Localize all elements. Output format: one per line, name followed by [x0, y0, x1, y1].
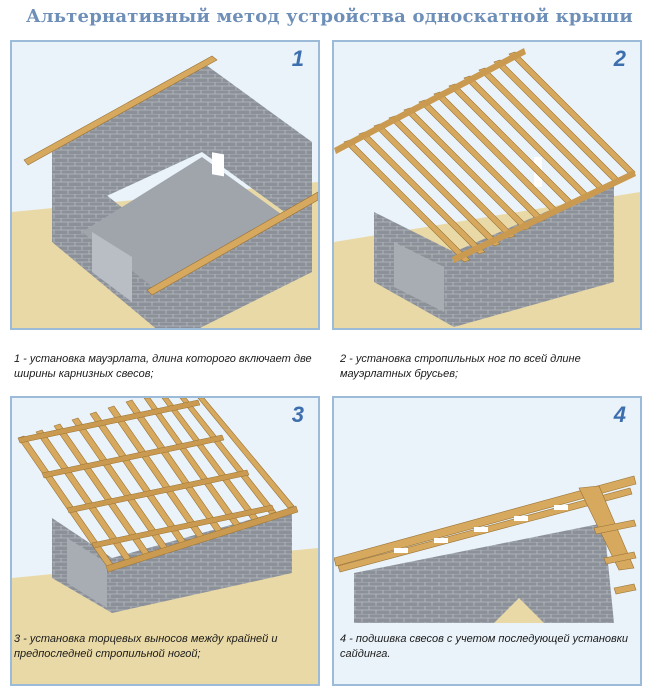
mauerlat-right — [146, 191, 318, 296]
front-wall — [152, 202, 312, 328]
step-2-illustration — [334, 48, 640, 328]
step-4-panel: 4 — [332, 396, 642, 686]
step-3-panel: 3 — [10, 396, 320, 686]
rafter-grid — [17, 398, 295, 569]
step-1-panel: 1 — [10, 40, 320, 330]
step-3-number: 3 — [291, 402, 304, 427]
step-4-caption: 4 - подшивка свесов с учетом последующей… — [340, 633, 629, 660]
front-wall — [454, 182, 614, 327]
step-1-illustration — [12, 55, 318, 328]
step-1-number: 1 — [291, 46, 304, 71]
step-1-caption: 1 - установка мауэрлата, длина которого … — [14, 353, 312, 380]
back-wall — [52, 62, 202, 212]
step-2-caption: 2 - установка стропильных ног по всей дл… — [340, 353, 581, 380]
step-2-number: 2 — [613, 46, 626, 71]
page-title: Альтернативный метод устройства односкат… — [26, 6, 633, 27]
step-3-illustration — [12, 398, 318, 684]
mauerlat-left — [23, 55, 218, 166]
right-wall — [202, 62, 312, 232]
step-2-panel: 2 — [332, 40, 642, 330]
step-4-illustration — [334, 475, 637, 623]
step-3-caption: 3 - установка торцевых выносов между кра… — [14, 633, 278, 660]
rafters — [343, 51, 636, 263]
step-4-number: 4 — [613, 402, 626, 427]
wall — [354, 523, 614, 623]
front-wall — [112, 508, 292, 613]
